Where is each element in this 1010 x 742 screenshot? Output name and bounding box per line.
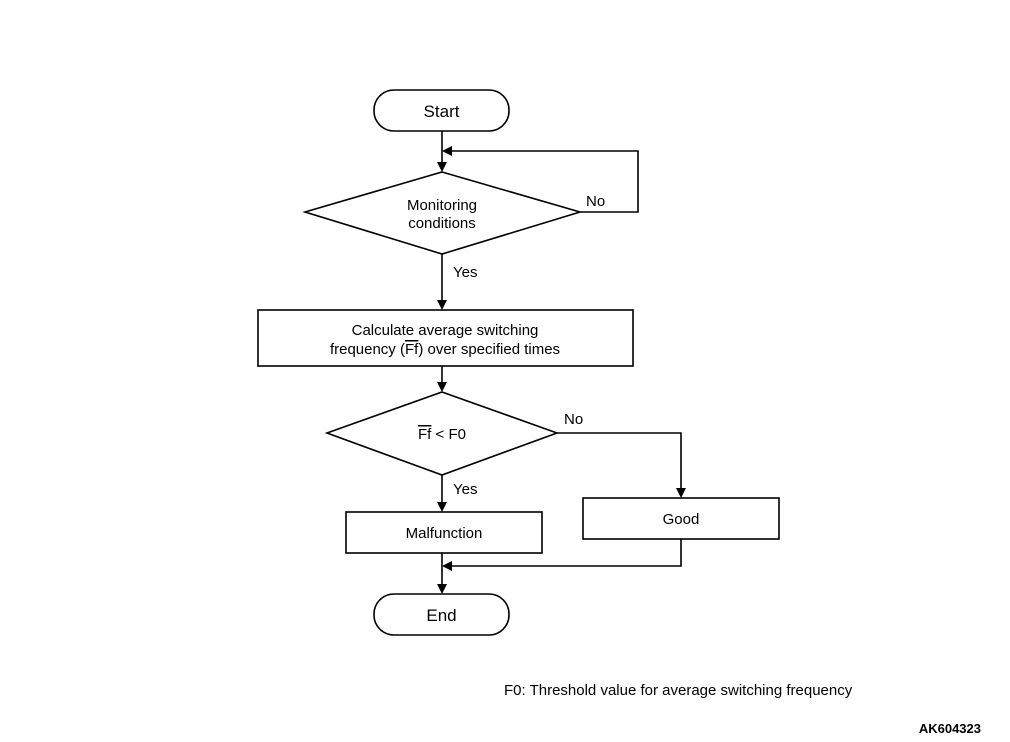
compare-rest: < F0 (431, 426, 466, 443)
arrow-good-to-merge (442, 561, 452, 571)
monitoring-label-line2: conditions (408, 215, 476, 232)
start-label: Start (424, 102, 460, 121)
arrow-monitor-to-calc (437, 300, 447, 310)
arrow-monitor-no-loop (442, 146, 452, 156)
compare-no-label: No (564, 411, 583, 428)
calculate-label-line1: Calculate average switching (352, 322, 539, 339)
compare-ff-symbol: Ff (418, 426, 432, 443)
connector-compare-no-to-good (557, 432, 682, 488)
connector-good-to-merge (452, 539, 682, 567)
malfunction-process (345, 511, 543, 554)
monitoring-label-line1: Monitoring (407, 197, 477, 214)
connector-monitor-no-loop (452, 150, 639, 213)
footnote: F0: Threshold value for average switchin… (504, 682, 853, 699)
end-label: End (426, 606, 456, 625)
calculate-label-part-b: ) over specified times (418, 341, 560, 358)
good-label: Good (663, 511, 700, 528)
calculate-label-part-a: frequency ( (330, 341, 405, 358)
calculate-process (257, 309, 634, 367)
arrow-malfunction-to-end (437, 584, 447, 594)
end-terminal (373, 593, 510, 636)
malfunction-label: Malfunction (406, 525, 483, 542)
calculate-label-line2: frequency (Ff) over specified times (330, 341, 560, 358)
compare-label: Ff < F0 (418, 426, 466, 443)
monitor-no-label: No (586, 193, 605, 210)
arrow-compare-no-to-good (676, 488, 686, 498)
calculate-ff-symbol: Ff (405, 341, 419, 358)
arrow-start-to-monitor (437, 162, 447, 172)
monitor-yes-label: Yes (453, 264, 477, 281)
arrow-calc-to-compare (437, 382, 447, 392)
figure-code: AK604323 (919, 721, 981, 736)
compare-yes-label: Yes (453, 481, 477, 498)
arrow-compare-yes-to-malfunction (437, 502, 447, 512)
